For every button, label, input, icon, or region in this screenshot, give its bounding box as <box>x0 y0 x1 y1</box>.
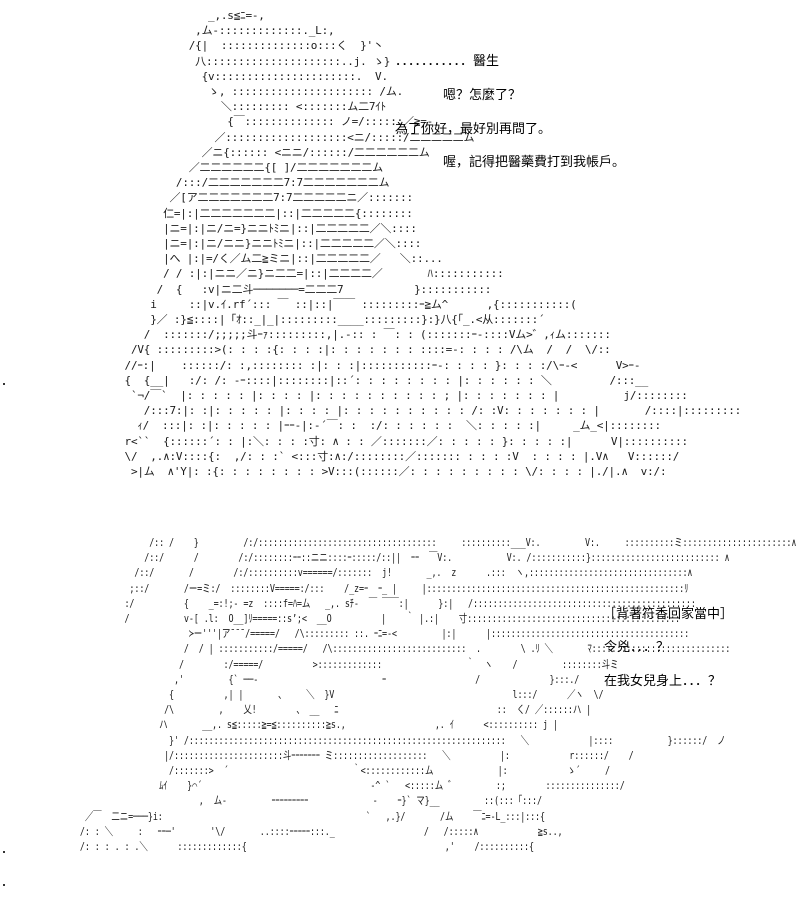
stray-dot <box>3 851 5 853</box>
dialogue-line: 喔，記得把醫藥費打到我帳戶。 <box>443 155 626 170</box>
stray-dot <box>3 884 5 886</box>
dialogue-line: 為了你好，最好別再問了。 <box>395 122 552 137</box>
dialogue-line: 嗯？怎麼了？ <box>443 88 522 103</box>
dialogue-line: ．．．．．．．．．．．醫生 <box>395 54 500 69</box>
dialogue-line: 令兇．．．？ <box>604 640 670 655</box>
ascii-art-carrying-figure: /:: / } /:/:::::::::::::::::::::::::::::… <box>79 536 797 854</box>
dialogue-line: ［背著符香回家當中］ <box>603 607 734 622</box>
ascii-art-doctor: _,.s≦ﾆ=‐, ,ム-:::::::::::::._L:, /{| ::::… <box>124 9 742 479</box>
stray-dot <box>3 383 5 385</box>
dialogue-line: 在我女兒身上．．．？ <box>604 674 722 689</box>
